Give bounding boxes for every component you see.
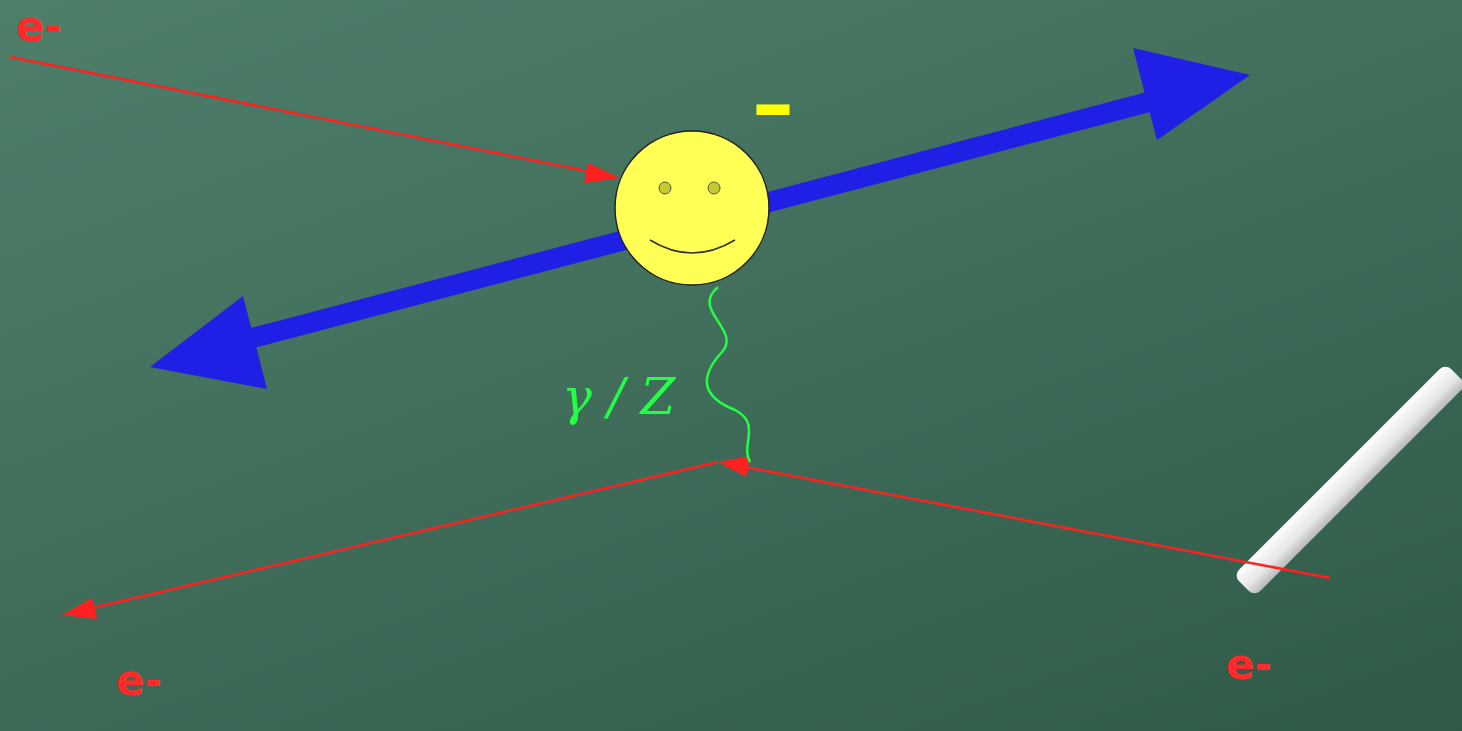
boson-label: γ / Z — [562, 372, 675, 422]
particle-label: e- — [16, 6, 62, 48]
smiley-electron — [615, 131, 769, 285]
boson-line — [707, 287, 750, 462]
spin-arrow — [150, 48, 1250, 389]
particle-label: e- — [116, 660, 162, 702]
particle-label: e- — [1226, 644, 1272, 686]
charge-sign: – — [752, 62, 794, 146]
chalk-stick — [1233, 363, 1462, 596]
electron-lines — [10, 57, 1330, 608]
